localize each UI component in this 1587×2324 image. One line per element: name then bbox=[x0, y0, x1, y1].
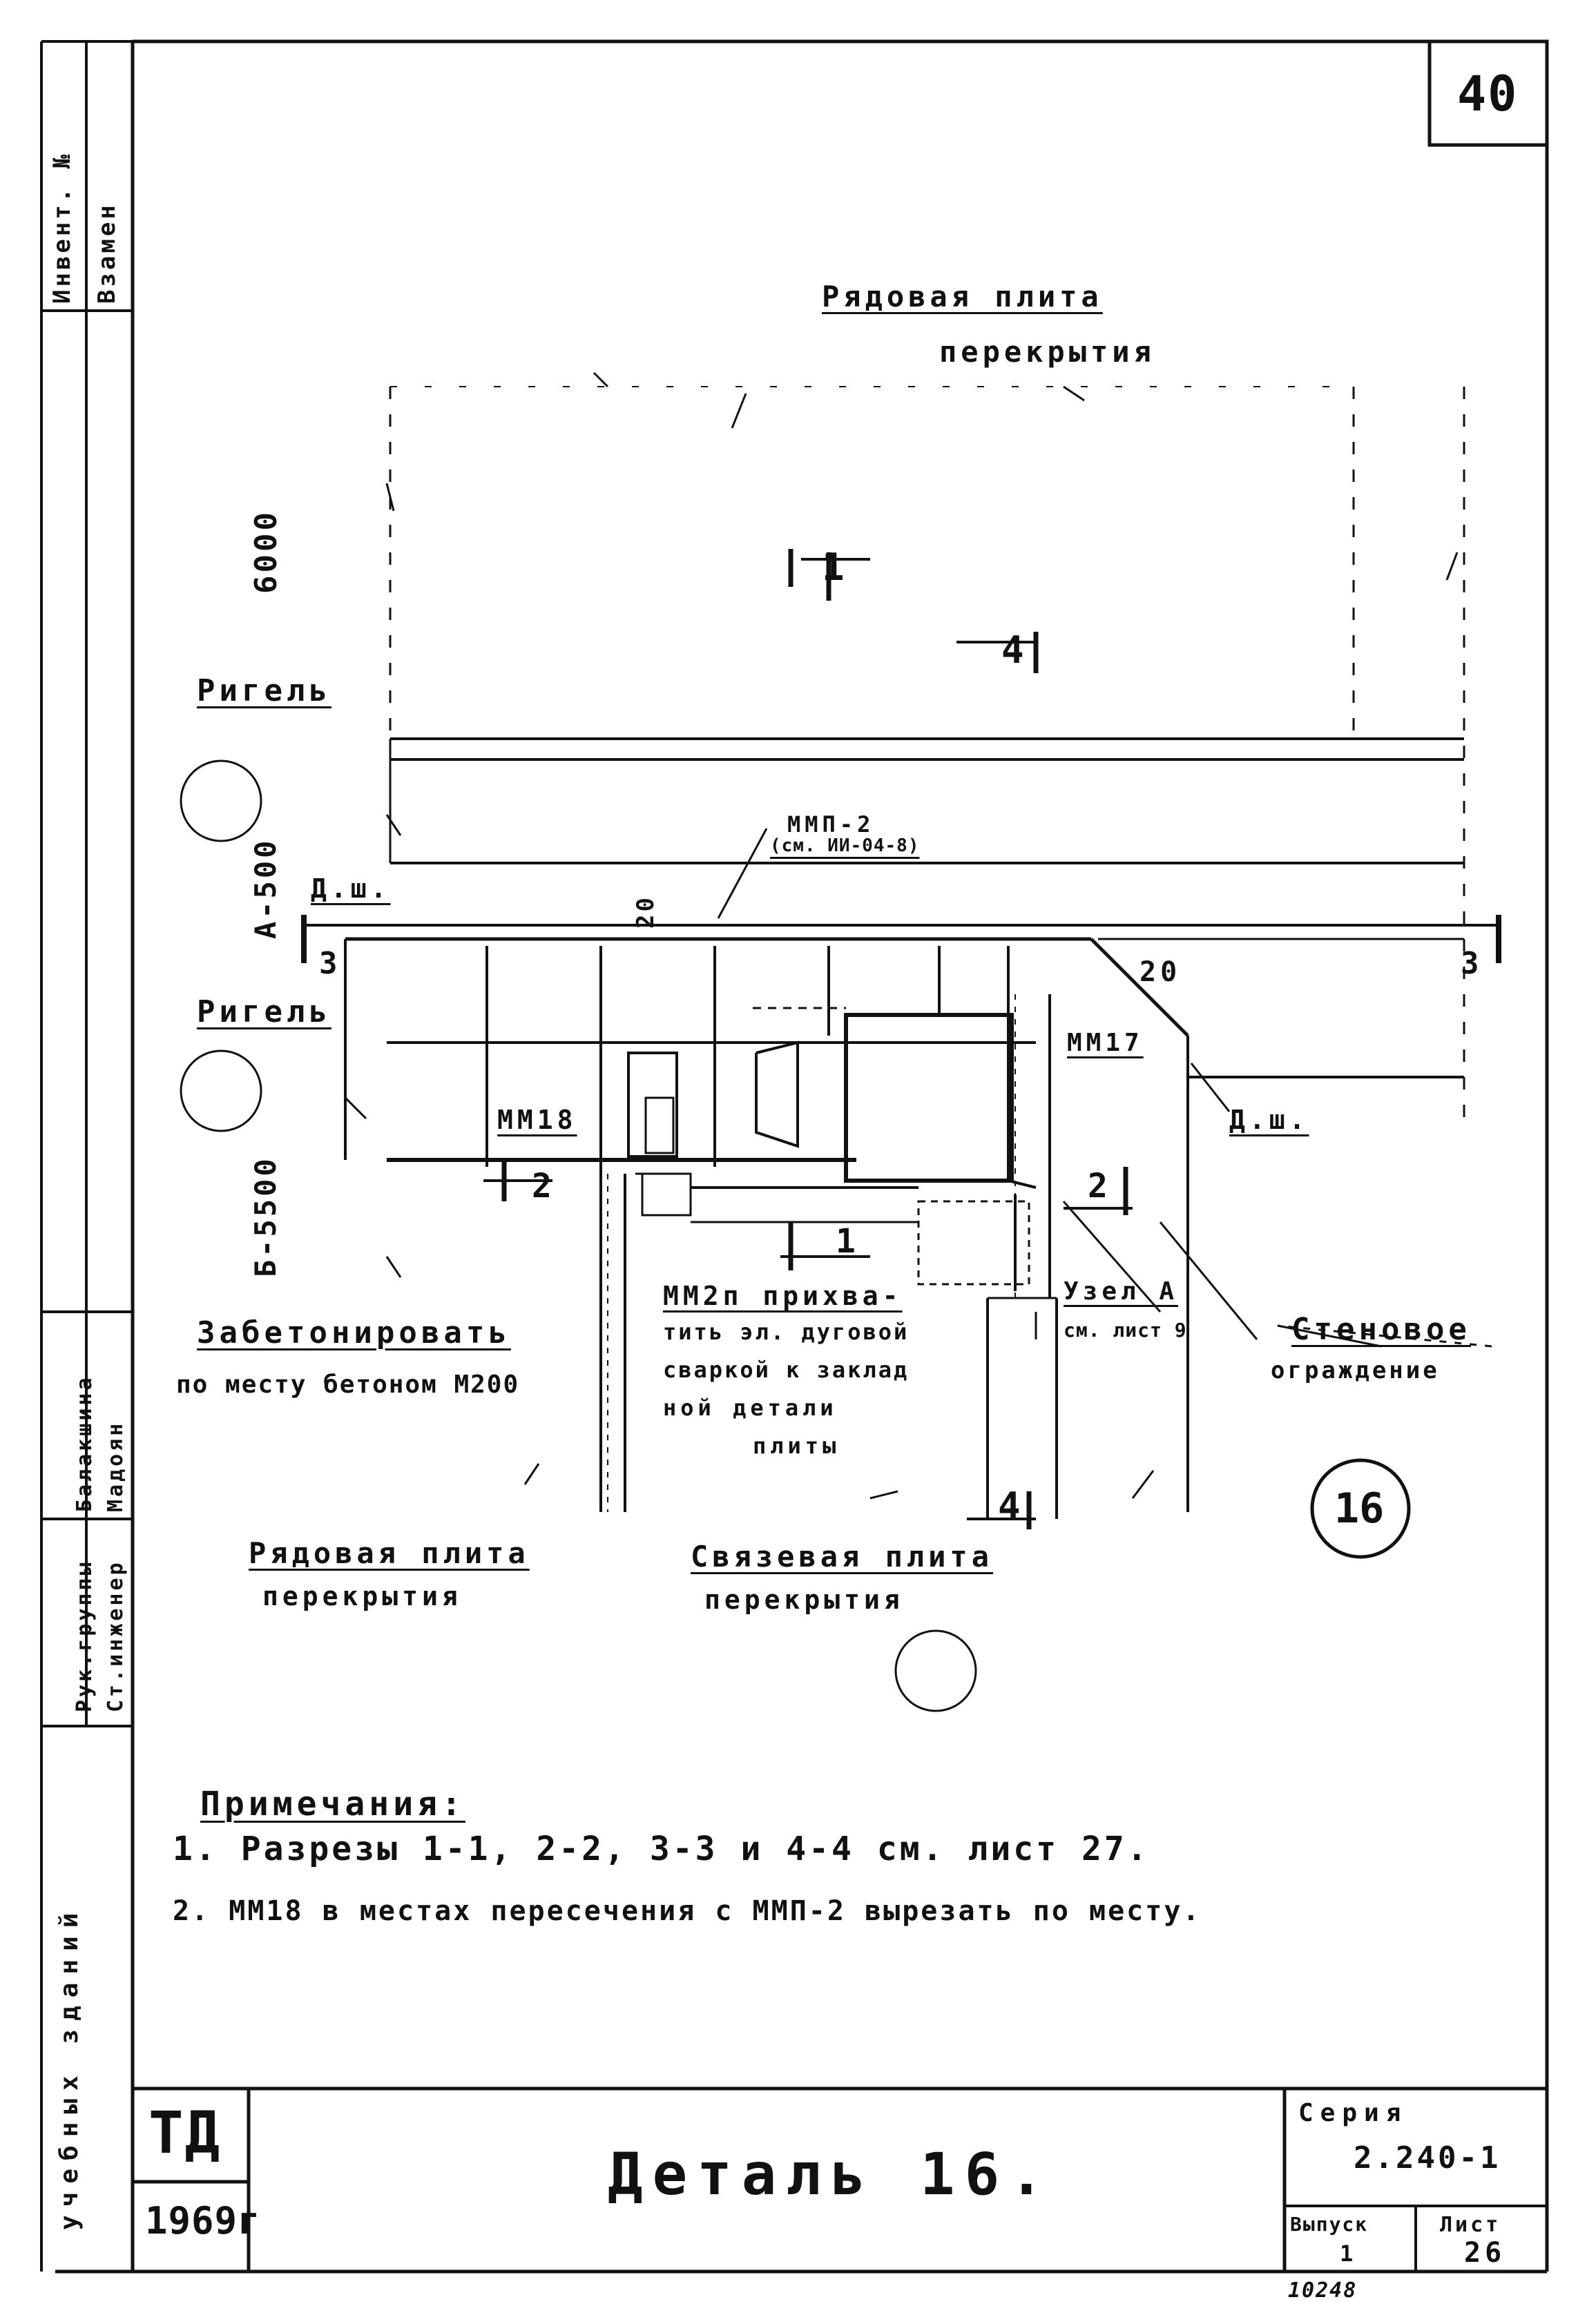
stamp-role-group-lead: Рук.группы bbox=[73, 1560, 97, 1712]
sheet-value: 26 bbox=[1464, 2237, 1506, 2269]
sheet-number: 40 bbox=[1457, 66, 1519, 122]
mm2p-note-3: сваркой к заклад bbox=[663, 1357, 910, 1383]
mmp2-label: ММП-2 bbox=[787, 811, 875, 837]
node-a-label-1: Узел А bbox=[1064, 1277, 1179, 1306]
wall-label-2: ограждение bbox=[1271, 1357, 1440, 1384]
axis-a-label: А-500 bbox=[249, 837, 282, 939]
td-mark: ТД bbox=[148, 2099, 222, 2167]
series-value: 2.240-1 bbox=[1354, 2140, 1501, 2176]
footer-code: 10248 bbox=[1288, 2278, 1358, 2303]
section-2-right: 2 bbox=[1088, 1167, 1112, 1205]
dsh-left-label: Д.ш. bbox=[311, 873, 391, 904]
note-2: 2. ММ18 в местах пересечения с ММП-2 выр… bbox=[173, 1895, 1202, 1927]
rigel-mid-label: Ригель bbox=[197, 994, 331, 1029]
series-label: Серия bbox=[1298, 2099, 1408, 2127]
section-3-right: 3 bbox=[1461, 946, 1483, 981]
notes-title: Примечания: bbox=[200, 1785, 465, 1823]
stamp-name-1: Балакшина bbox=[73, 1375, 97, 1512]
dim-6000: 6000 bbox=[249, 510, 284, 594]
dsh-right-label: Д.ш. bbox=[1229, 1105, 1309, 1135]
section-4-top: 4 bbox=[1001, 628, 1028, 672]
stamp-side-note: учебных зданий bbox=[55, 1904, 84, 2230]
section-2-left: 2 bbox=[532, 1167, 556, 1205]
stamp-role-senior-engineer: Ст.инженер bbox=[104, 1560, 128, 1712]
dim-20-right: 20 bbox=[1139, 956, 1182, 988]
wall-label-1: Стеновое bbox=[1291, 1312, 1471, 1347]
concrete-note-2: по месту бетоном М200 bbox=[176, 1371, 520, 1399]
year: 1969г bbox=[145, 2199, 261, 2243]
drawing-title: Деталь 16. bbox=[608, 2140, 1054, 2208]
bottom-slab-label-1: Рядовая плита bbox=[249, 1536, 530, 1570]
concrete-note-1: Забетонировать bbox=[197, 1315, 511, 1350]
link-slab-label-2: перекрытия bbox=[704, 1585, 904, 1615]
mm2p-note-4: ной детали bbox=[663, 1395, 838, 1421]
link-slab-label-1: Связевая плита bbox=[691, 1540, 994, 1573]
node-a-label-2: см. лист 9 bbox=[1064, 1319, 1187, 1342]
top-slab-label-1: Рядовая плита bbox=[822, 280, 1103, 313]
issue-value: 1 bbox=[1340, 2240, 1358, 2267]
top-slab-label-2: перекрытия bbox=[939, 335, 1155, 369]
mm2p-note-2: тить эл. дуговой bbox=[663, 1319, 910, 1345]
mm17-label: ММ17 bbox=[1067, 1029, 1144, 1057]
note-1: 1. Разрезы 1-1, 2-2, 3-3 и 4-4 см. лист … bbox=[173, 1830, 1150, 1868]
sheet-label: Лист bbox=[1440, 2213, 1501, 2237]
bottom-slab-label-2: перекрытия bbox=[262, 1581, 462, 1611]
stamp-inventory-label: Инвент. № bbox=[48, 151, 76, 304]
mmp2-reference: (см. ИИ-04-8) bbox=[770, 835, 920, 856]
stamp-replaces-label: Взамен bbox=[93, 202, 121, 304]
rigel-top-label: Ригель bbox=[197, 673, 331, 708]
section-3-left: 3 bbox=[319, 946, 342, 981]
detail-number-circle: 16 bbox=[1334, 1484, 1385, 1533]
section-4-bottom: 4 bbox=[998, 1484, 1025, 1528]
issue-label: Выпуск bbox=[1290, 2213, 1369, 2236]
dim-20-vertical: 20 bbox=[632, 895, 660, 929]
section-1-bottom: 1 bbox=[836, 1222, 860, 1261]
section-1-top: 1 bbox=[822, 545, 849, 589]
mm18-label: ММ18 bbox=[497, 1105, 577, 1135]
mm2p-note-5: плиты bbox=[753, 1433, 840, 1459]
stamp-name-2: Мадоян bbox=[104, 1420, 128, 1512]
mm2p-note-1: ММ2п прихва- bbox=[663, 1281, 903, 1311]
axis-b-label: Б-5500 bbox=[249, 1156, 282, 1277]
